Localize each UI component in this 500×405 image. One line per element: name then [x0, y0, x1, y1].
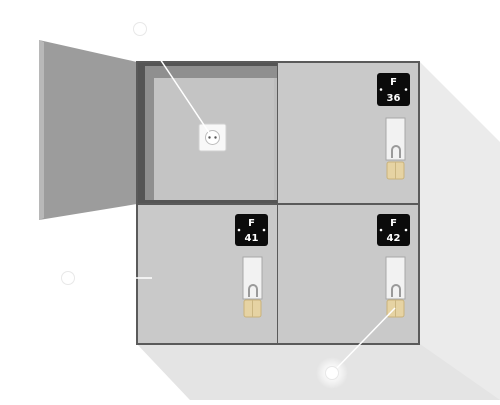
callout-dot: [61, 271, 75, 285]
callout-line: [331, 307, 396, 374]
label-plate-f42: F 42: [377, 214, 410, 246]
open-door: [39, 40, 137, 220]
callout-caption: THREA: [46, 295, 89, 310]
plate-letter: F: [248, 218, 255, 229]
plate-letter: F: [390, 77, 397, 88]
callout-dot: [133, 22, 147, 36]
callout-padlock[interactable]: [316, 307, 396, 389]
callout-dot: [325, 366, 339, 380]
plate-number: 41: [245, 233, 259, 244]
locker-bottom-right[interactable]: F 42: [278, 205, 418, 343]
padlock-icon: [385, 256, 406, 318]
plate-number: 42: [387, 233, 401, 244]
callout-outlet[interactable]: [124, 13, 213, 138]
padlock-icon: [385, 117, 406, 180]
callout-left[interactable]: THREA: [46, 260, 152, 310]
plate-letter: F: [390, 218, 397, 229]
locker-top-left[interactable]: [138, 63, 277, 203]
power-outlet-icon: [198, 123, 227, 152]
locker-bottom-left[interactable]: F 41: [138, 205, 277, 343]
padlock-icon: [242, 256, 263, 318]
label-plate-f36: F 36: [377, 73, 410, 106]
plate-number: 36: [387, 93, 401, 104]
label-plate-f41: F 41: [235, 214, 268, 246]
callout-line: [139, 28, 213, 138]
open-door-edge: [39, 40, 44, 220]
locker-top-right[interactable]: F 36: [278, 63, 418, 203]
